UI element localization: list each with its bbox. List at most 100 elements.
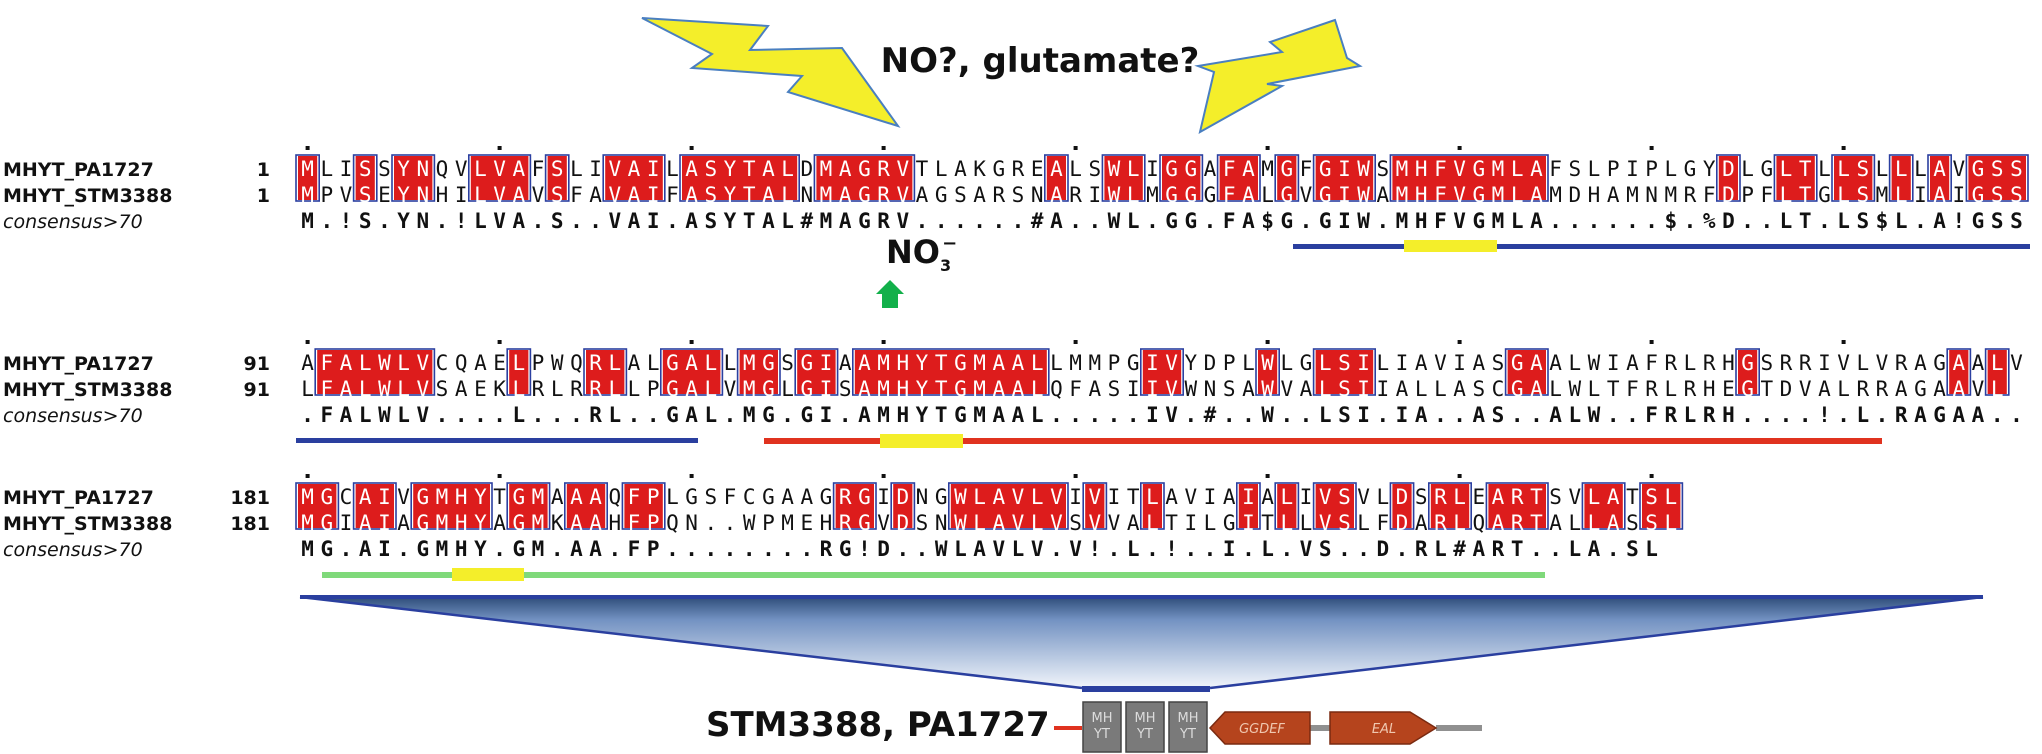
sequence-name: MHYT_STM3388 (3, 185, 172, 207)
conservation-box (1216, 154, 1261, 202)
conserved-block (1642, 484, 1681, 528)
conservation-box (583, 348, 628, 396)
conserved-block (682, 156, 798, 200)
conserved-block (317, 350, 433, 394)
conservation-box (1927, 154, 1953, 202)
nitrate-subscript: 3 (940, 256, 951, 275)
conserved-block (586, 350, 625, 394)
conservation-box (679, 154, 800, 202)
conservation-box (544, 154, 570, 202)
red-bar-block2 (764, 438, 1882, 444)
ruler-dot (305, 340, 310, 344)
ruler-dot (1265, 340, 1270, 344)
svg-text:MHYT: MHYT (1135, 711, 1156, 742)
conserved-block (1315, 484, 1354, 528)
sequence-name: MHYT_PA1727 (3, 159, 154, 181)
conservation-box (1888, 154, 1914, 202)
svg-text:EAL: EAL (1372, 722, 1396, 737)
conserved-block (566, 484, 606, 528)
ruler-dot (1265, 146, 1270, 150)
conserved-block (1104, 156, 1143, 200)
ruler-dot (1841, 146, 1846, 150)
conservation-box (295, 154, 321, 202)
sequence-name: MHYT_STM3388 (3, 513, 172, 535)
conserved-block (1738, 350, 1758, 394)
conserved-block (1930, 156, 1950, 200)
ruler-dot (497, 474, 502, 478)
conserved-block (1987, 350, 2007, 394)
conserved-block (470, 156, 529, 200)
conservation-box (467, 154, 532, 202)
ruler-dot (1073, 146, 1078, 150)
conservation-box (813, 154, 916, 202)
lightning-bolt-icon-left (641, 17, 901, 128)
motif-bar-block1 (1404, 240, 1497, 252)
start-position: 181 (230, 513, 270, 535)
conserved-block (1430, 484, 1470, 528)
conservation-box (947, 482, 1069, 530)
ruler-dot (1841, 340, 1846, 344)
conserved-block (1277, 156, 1297, 200)
ggdef-domain: GGDEF (1208, 711, 1311, 745)
conserved-block (739, 350, 778, 394)
conservation-box (295, 482, 340, 530)
conservation-box (1735, 348, 1761, 396)
nitrate-superscript: − (942, 233, 957, 254)
conserved-block (1949, 350, 1969, 394)
conservation-box (563, 482, 608, 530)
green-up-arrow-icon (876, 280, 904, 308)
start-position: 91 (244, 353, 270, 375)
conservation-box (1236, 482, 1261, 530)
conservation-box (832, 482, 877, 530)
lightning-bolt-icon-right (1194, 18, 1363, 134)
start-position: 91 (244, 379, 270, 401)
conserved-block (547, 156, 567, 200)
conserved-block (1315, 350, 1374, 394)
conserved-block (1392, 156, 1546, 200)
projection-right-edge (1209, 595, 1984, 690)
sequence-name: MHYT_STM3388 (3, 379, 172, 401)
projection-wedge (300, 597, 1983, 688)
ruler-dot (881, 340, 886, 344)
ruler-dot (881, 474, 886, 478)
start-position: 1 (257, 185, 270, 207)
conserved-block (605, 156, 663, 200)
consensus-name: consensus>70 (3, 405, 143, 427)
conserved-block (394, 156, 433, 200)
conservation-box (1389, 154, 1549, 202)
conservation-box (1082, 482, 1108, 530)
conserved-block (509, 350, 529, 394)
conserved-block (1834, 156, 1873, 200)
tm-region-marker (1082, 686, 1210, 692)
conserved-block (1488, 484, 1546, 528)
conserved-block (355, 156, 375, 200)
ruler-dot (881, 146, 886, 150)
svg-text:GGDEF: GGDEF (1239, 722, 1285, 737)
conserved-block (1392, 484, 1412, 528)
conserved-block (1258, 350, 1278, 394)
conserved-block (509, 484, 548, 528)
conservation-box (851, 348, 1050, 396)
conserved-block (1142, 484, 1162, 528)
gene-label: STM3388, PA1727 (706, 705, 1050, 745)
stimulus-label: NO?, glutamate? (881, 41, 1200, 81)
conserved-block (662, 350, 721, 394)
conservation-box (659, 348, 724, 396)
conservation-box (1946, 348, 1972, 396)
ruler-dot (497, 340, 502, 344)
conservation-box (1581, 482, 1626, 530)
start-position: 181 (230, 487, 270, 509)
ruler-dot (689, 474, 694, 478)
conservation-box (1140, 348, 1185, 396)
ruler-dot (1649, 340, 1654, 344)
conservation-box (794, 348, 839, 396)
conserved-block (1142, 350, 1182, 394)
conservation-box (1984, 348, 2010, 396)
